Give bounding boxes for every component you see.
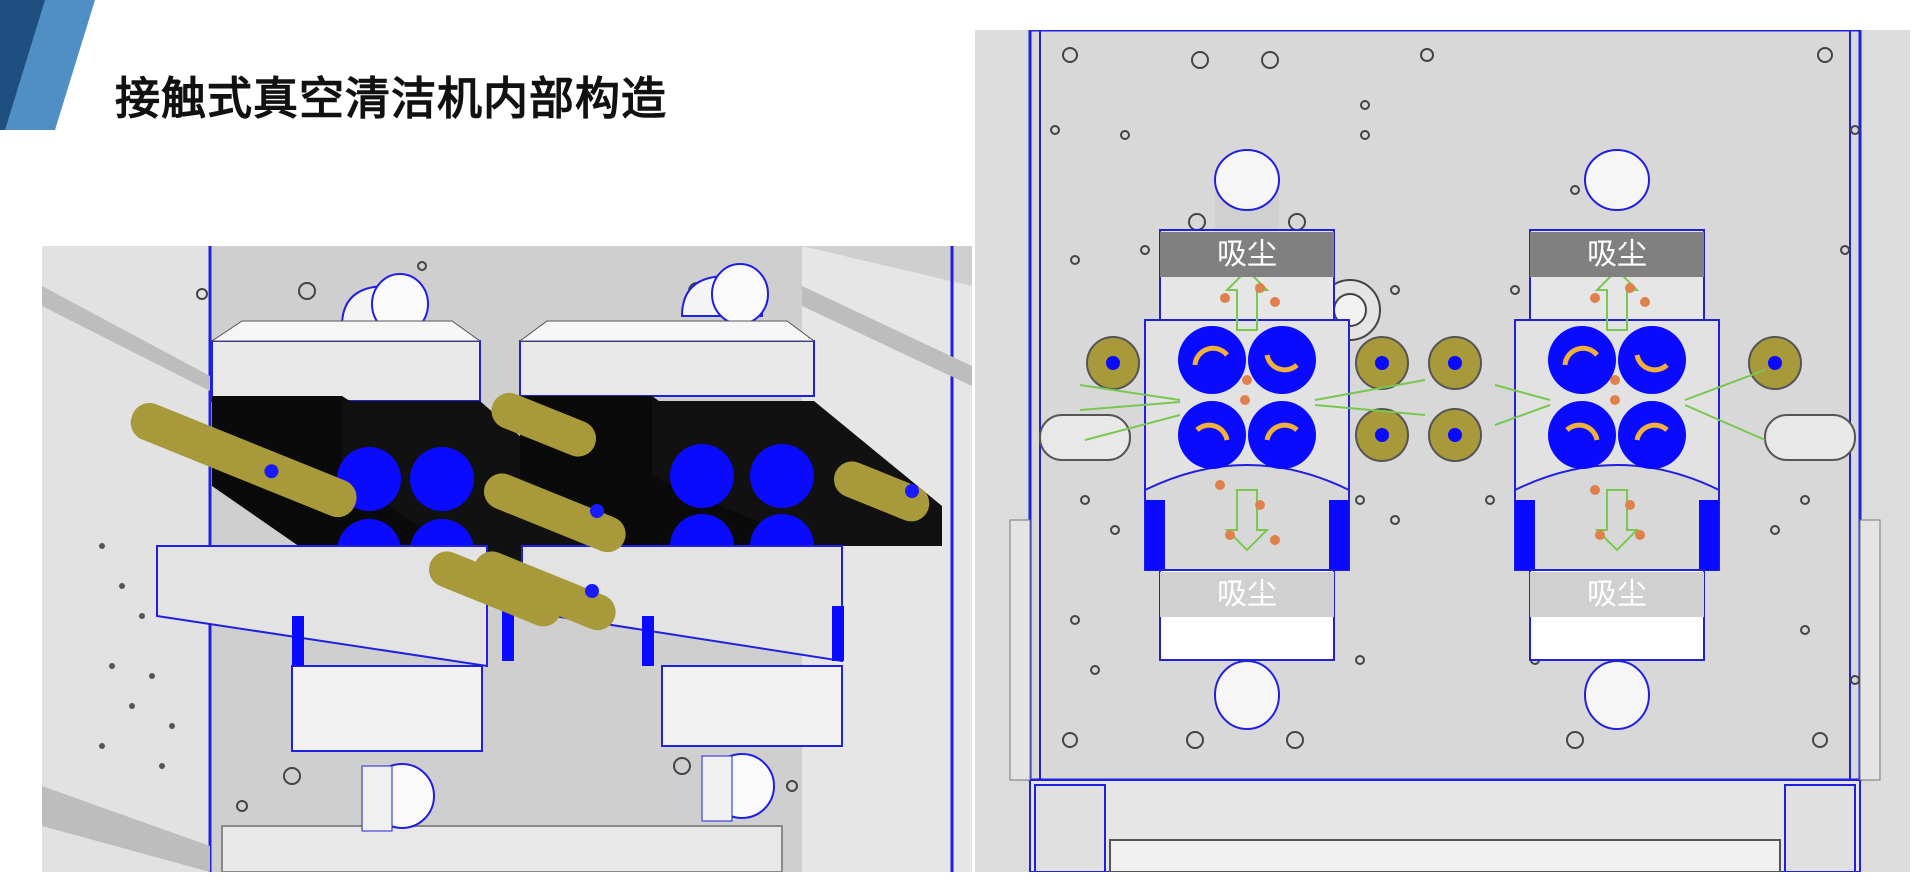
isometric-render: [42, 246, 972, 872]
corner-accent: [0, 0, 95, 130]
page-title: 接触式真空清洁机内部构造: [115, 72, 668, 125]
front-schematic: 吸尘 吸尘 吸尘 吸尘: [975, 30, 1910, 872]
dust-suction-label-top-right: 吸尘: [1530, 232, 1704, 277]
dust-suction-label-top-left: 吸尘: [1160, 232, 1334, 277]
dust-suction-label-bottom-left: 吸尘: [1160, 572, 1334, 617]
dust-suction-label-bottom-right: 吸尘: [1530, 572, 1704, 617]
